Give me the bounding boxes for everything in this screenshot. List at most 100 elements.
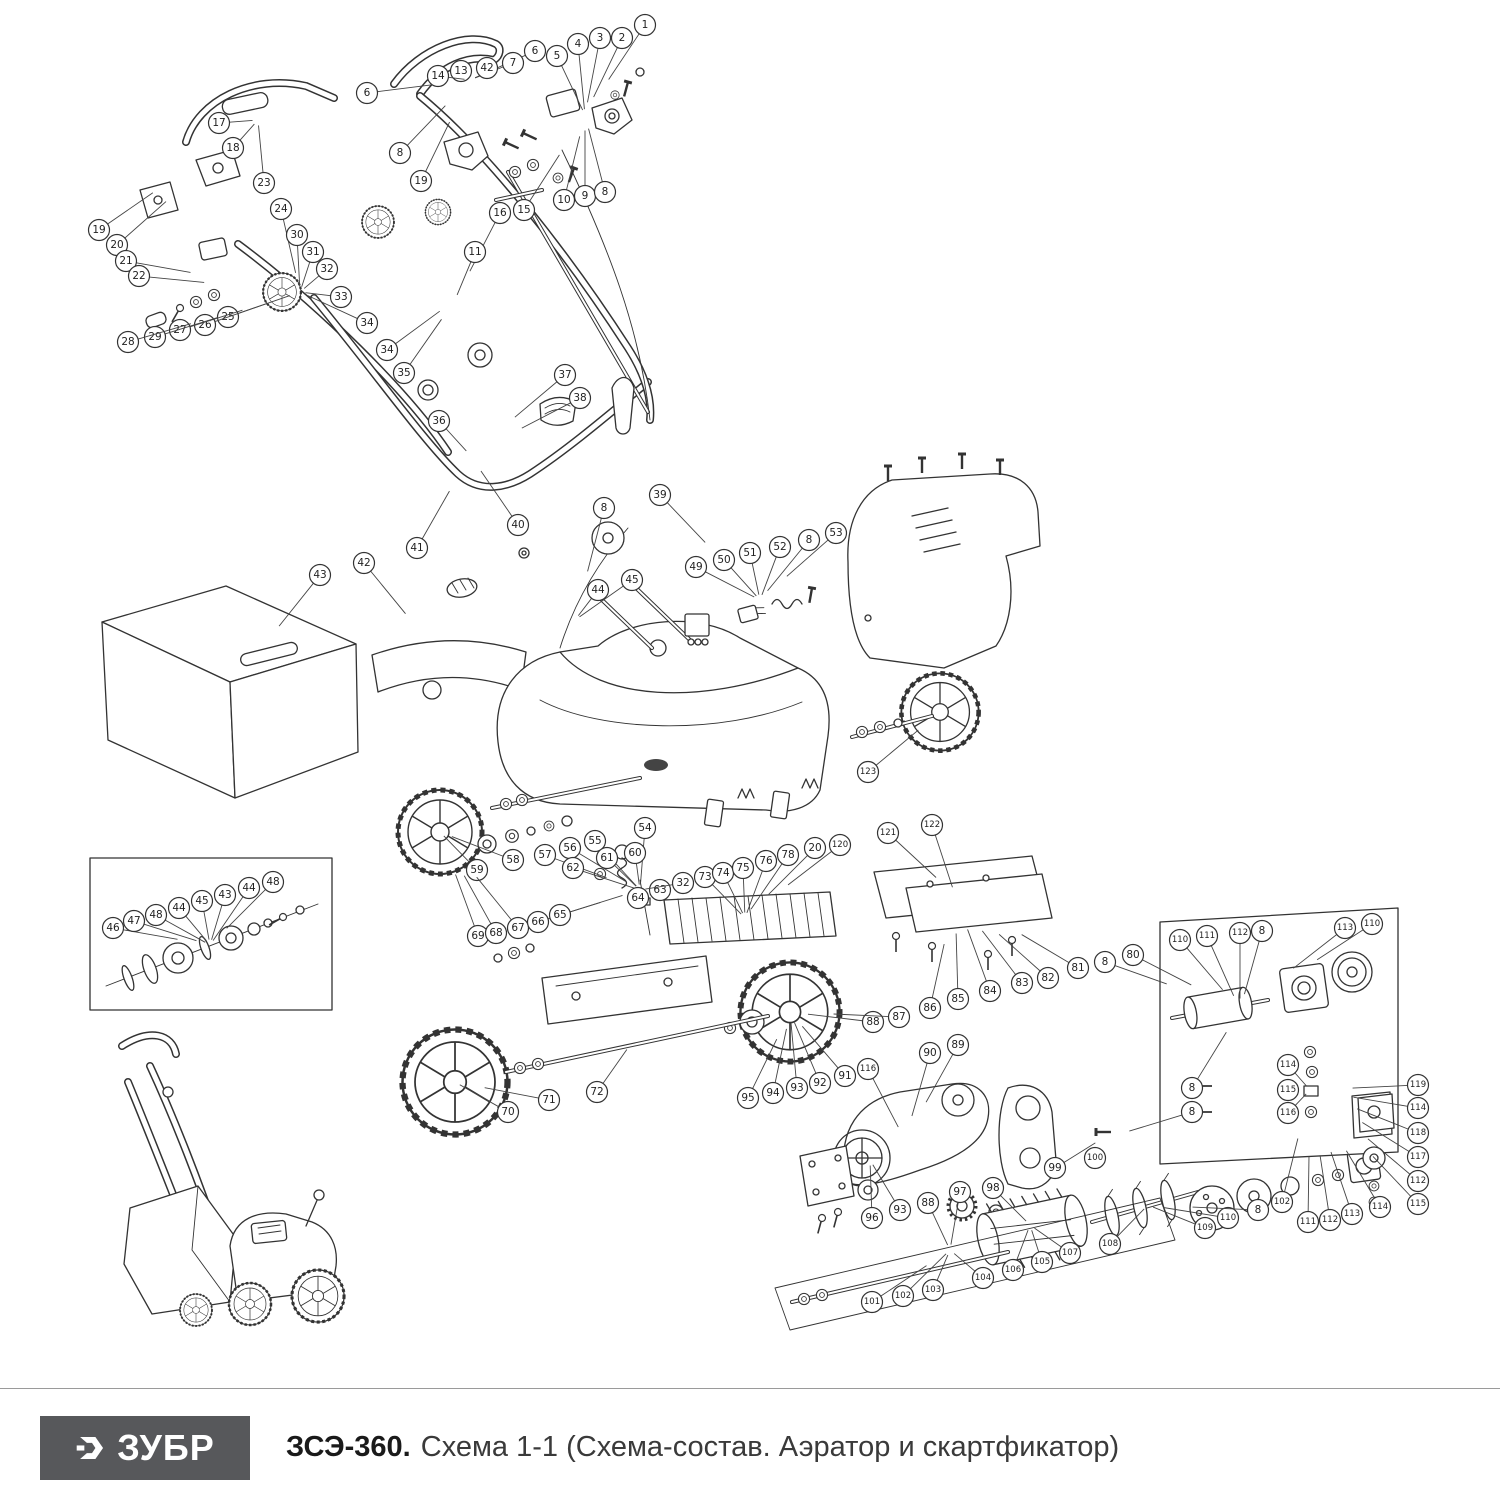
- callout-circle: [754, 849, 778, 873]
- leader-line: [1362, 1122, 1410, 1152]
- callout-number: 91: [838, 1070, 851, 1082]
- leader-line: [582, 870, 635, 889]
- callout-8: 8: [588, 128, 617, 204]
- callout-102: 102: [891, 1253, 947, 1308]
- callout-16: 16: [469, 201, 512, 272]
- schema-title: Схема 1-1 (Схема-состав. Аэратор и скарт…: [420, 1431, 1120, 1463]
- leader-line: [421, 490, 450, 540]
- callout-circle: [388, 141, 412, 165]
- callout-88: 88: [916, 1191, 949, 1246]
- leader-line: [768, 855, 808, 895]
- callout-circle: [1276, 1101, 1300, 1125]
- callout-116: 116: [1276, 1093, 1307, 1125]
- leader-line: [226, 889, 266, 929]
- callout-number: 93: [790, 1082, 803, 1094]
- callout-105: 105: [1030, 1230, 1054, 1274]
- callout-number: 17: [212, 117, 225, 129]
- callout-114: 114: [1353, 1096, 1430, 1120]
- callout-48: 48: [144, 903, 206, 943]
- callout-53: 53: [786, 521, 848, 577]
- callout-circle: [671, 871, 695, 895]
- scarifier-shaft: [774, 1148, 1382, 1331]
- leader-line: [967, 929, 987, 982]
- callout-number: 93: [893, 1204, 906, 1216]
- callout-number: 117: [1410, 1152, 1426, 1162]
- callout-32: 32: [303, 257, 339, 289]
- belt-drive: [799, 1082, 1113, 1236]
- callout-number: 74: [716, 867, 730, 879]
- callout-45: 45: [579, 568, 644, 618]
- leader-line: [579, 585, 624, 618]
- callout-number: 75: [736, 862, 749, 874]
- leader-line: [1293, 934, 1338, 969]
- callout-circle: [1360, 912, 1384, 936]
- callout-circle: [1276, 1078, 1300, 1102]
- callout-circle: [355, 311, 379, 335]
- leader-line: [895, 839, 937, 878]
- callout-number: 80: [1126, 949, 1139, 961]
- leader-line: [614, 864, 637, 887]
- footer: ЗУБР ЗСЭ-360. Схема 1-1 (Схема-состав. Аэ…: [0, 1400, 1500, 1495]
- callout-number: 42: [480, 62, 493, 74]
- mid-small-parts: [518, 521, 625, 559]
- callout-number: 62: [566, 862, 579, 874]
- callout-number: 113: [1337, 923, 1353, 933]
- leader-line: [936, 1254, 949, 1281]
- callout-number: 113: [1344, 1209, 1360, 1219]
- leader-line: [164, 317, 218, 335]
- callout-109: 109: [1152, 1206, 1217, 1240]
- callout-54: 54: [633, 816, 657, 885]
- leader-line: [1353, 1096, 1408, 1107]
- callout-circle: [920, 813, 944, 837]
- callout-number: 37: [558, 369, 571, 381]
- callout-82: 82: [998, 934, 1060, 990]
- callout-115: 115: [1276, 1078, 1300, 1102]
- callout-91: 91: [801, 1026, 857, 1088]
- callout-number: 55: [588, 835, 601, 847]
- callout-3: 3: [587, 26, 612, 103]
- callout-circle: [921, 1278, 945, 1302]
- callout-number: 46: [106, 922, 120, 934]
- callout-number: 19: [414, 175, 427, 187]
- brand-logo: ЗУБР: [40, 1415, 250, 1480]
- callout-number: 82: [1041, 972, 1054, 984]
- callout-86: 86: [918, 943, 945, 1020]
- model-number: ЗСЭ-360.: [286, 1431, 411, 1463]
- callout-number: 57: [538, 849, 551, 861]
- callout-51: 51: [738, 541, 762, 595]
- callout-number: 6: [532, 45, 539, 57]
- callout-number: 45: [625, 574, 638, 586]
- callout-number: 50: [717, 554, 730, 566]
- leader-line: [1356, 1108, 1409, 1130]
- callout-circle: [946, 987, 970, 1011]
- callout-circle: [568, 386, 592, 410]
- callout-circle: [736, 1086, 760, 1110]
- callout-circle: [971, 1266, 995, 1290]
- leader-line: [577, 598, 592, 616]
- callout-number: 73: [698, 871, 711, 883]
- leader-line: [1372, 1156, 1412, 1197]
- callout-number: 64: [631, 892, 645, 904]
- callout-circle: [824, 521, 848, 545]
- callout-circle: [1058, 1241, 1082, 1265]
- leader-line: [406, 105, 446, 146]
- callout-number: 96: [865, 1212, 879, 1224]
- leader-line: [425, 121, 450, 172]
- callout-number: 70: [501, 1106, 514, 1118]
- leader-line: [751, 563, 760, 595]
- callout-circle: [375, 338, 399, 362]
- callout-8: 8: [388, 105, 446, 165]
- callout-43: 43: [211, 883, 237, 940]
- callout-number: 8: [397, 147, 404, 159]
- leader-line: [925, 1053, 954, 1103]
- callout-circle: [352, 551, 376, 575]
- callout-66: 66: [526, 901, 601, 934]
- callout-number: 24: [274, 203, 288, 215]
- callout-circle: [1406, 1073, 1430, 1097]
- leader-line: [301, 261, 311, 287]
- leader-line: [229, 119, 253, 123]
- leader-line: [934, 834, 953, 888]
- callout-circle: [1193, 1216, 1217, 1240]
- leader-line: [1307, 1156, 1310, 1212]
- callout-number: 92: [813, 1077, 826, 1089]
